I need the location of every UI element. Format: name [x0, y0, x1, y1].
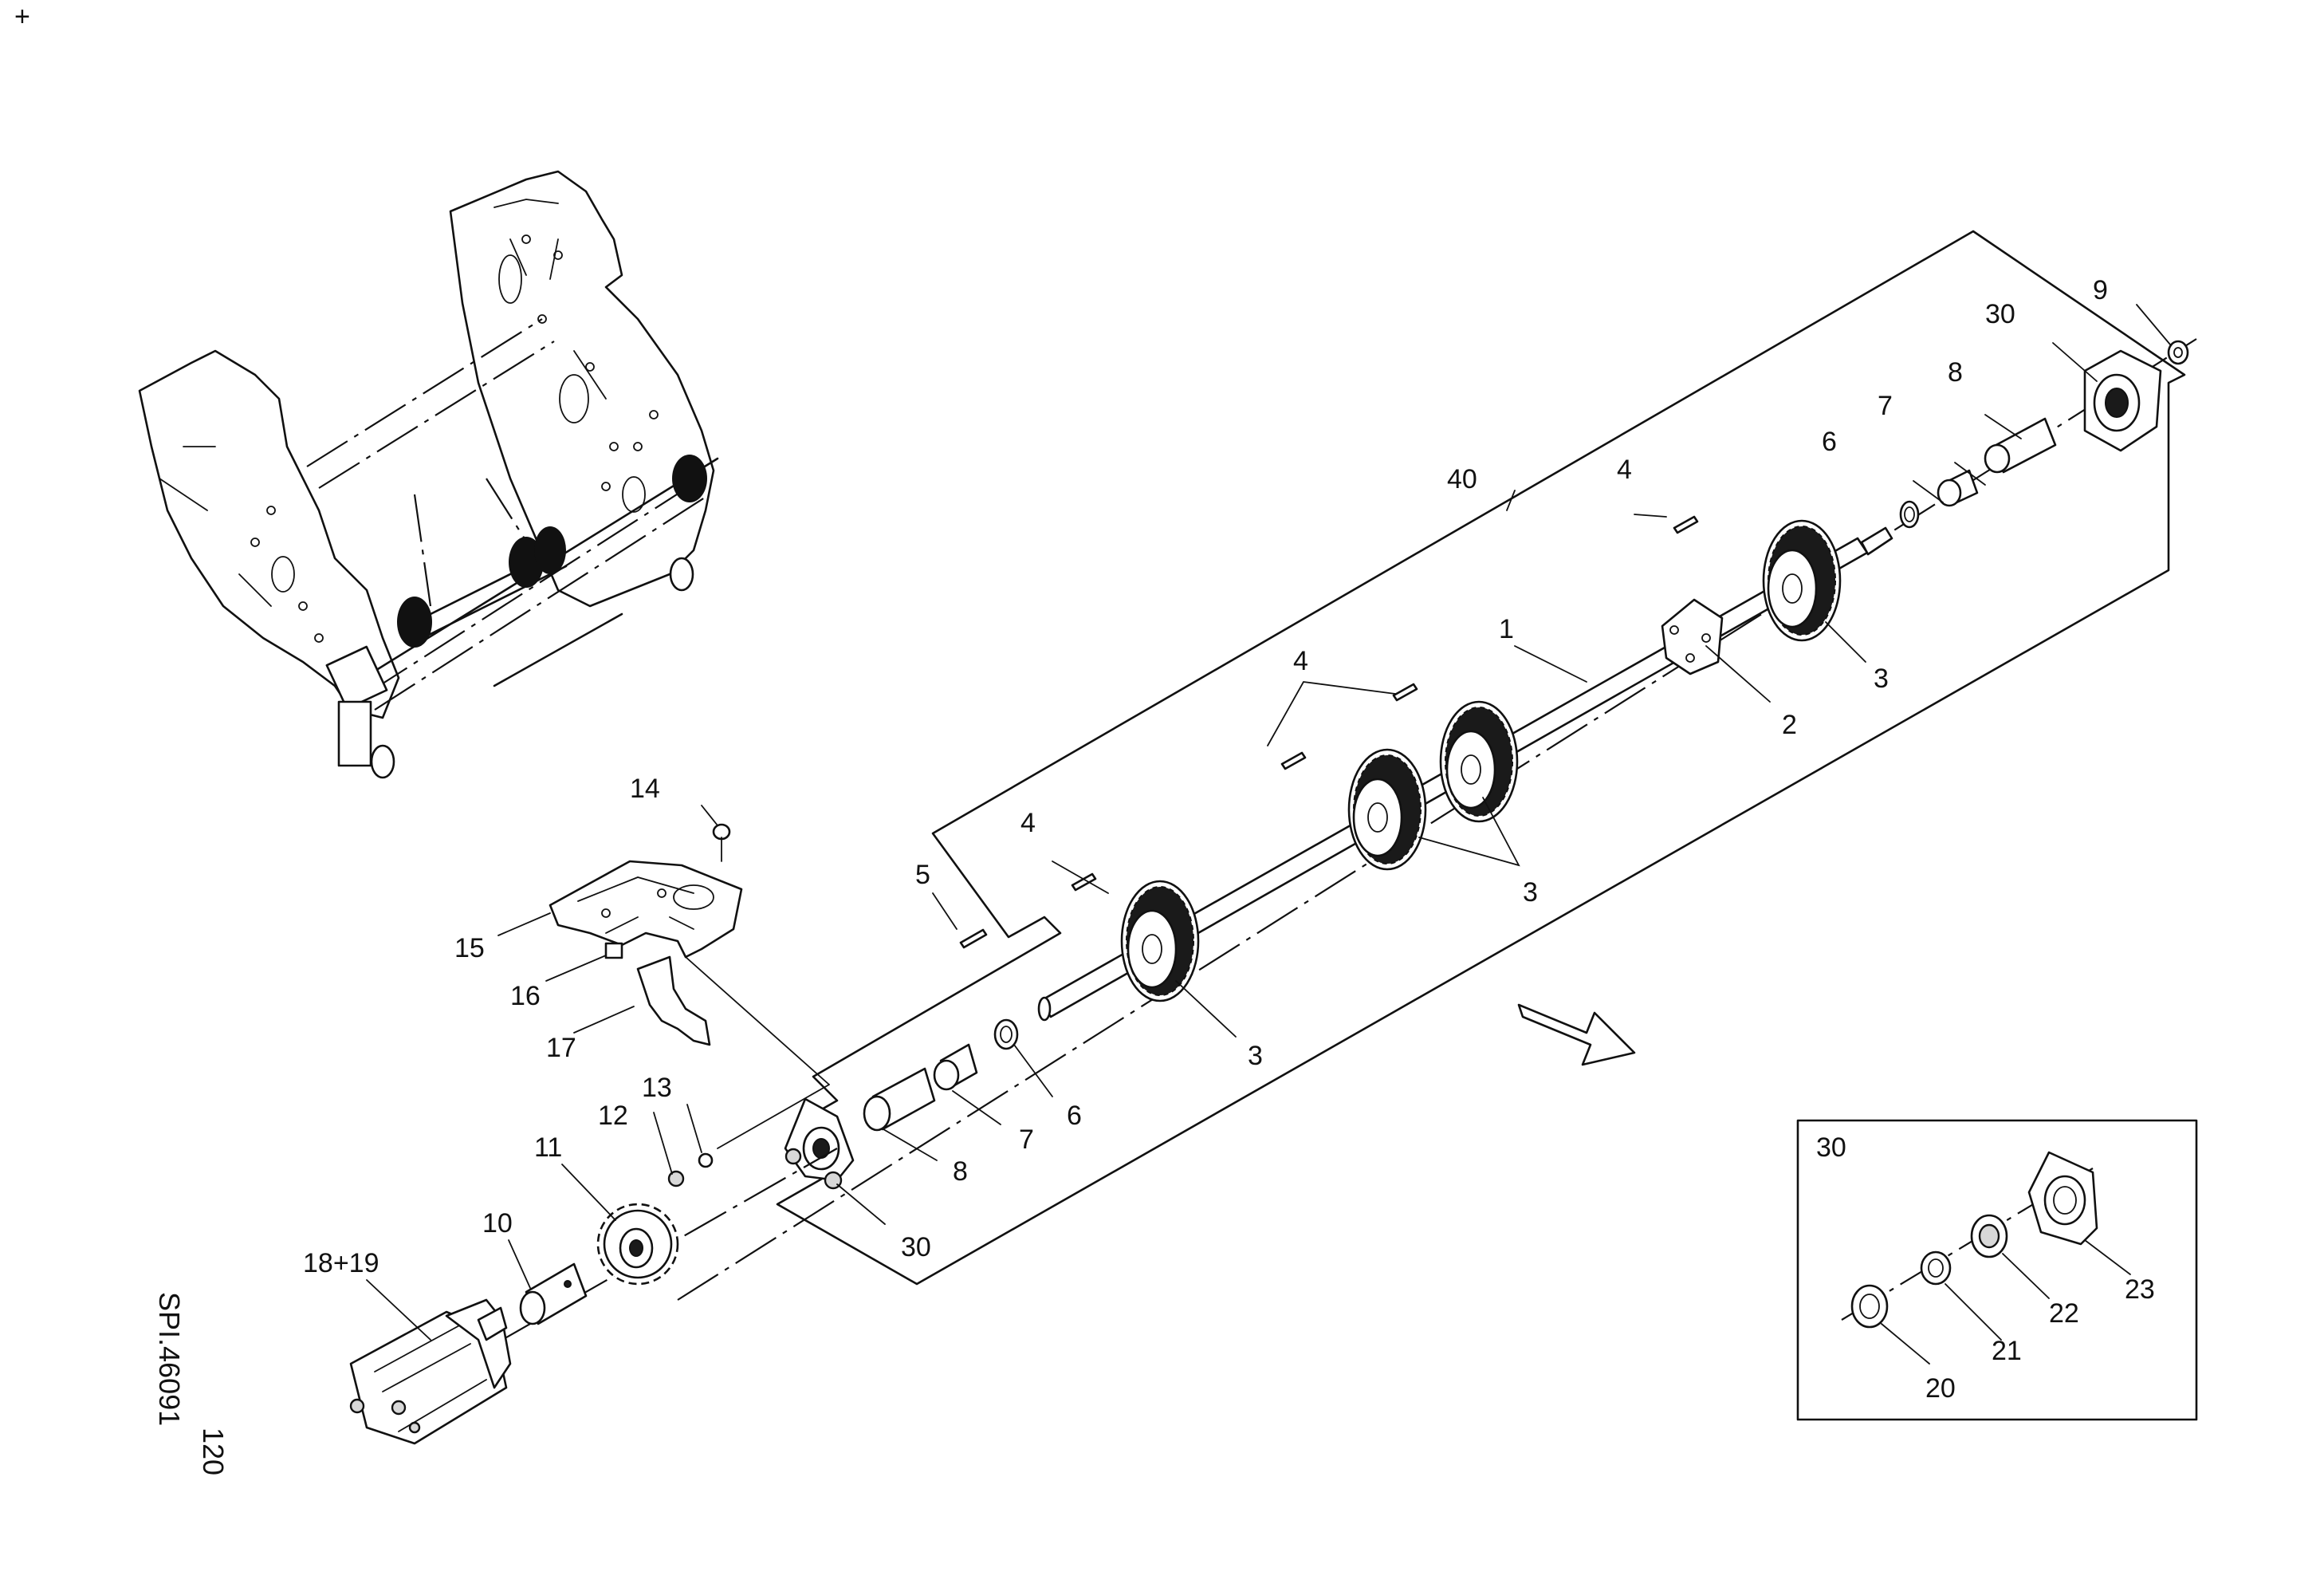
- bracket-part-15: [549, 860, 743, 959]
- callout-labels: 1 2 3 3 3 4 4 4 5 6 6 7 7 8 8 9 10 11 12…: [303, 275, 2108, 1278]
- left-end-parts: [784, 1018, 1019, 1190]
- hydraulic-motor-part-18-19: [349, 1298, 512, 1445]
- nut-part-12: [667, 1170, 685, 1187]
- guard-part-17: [636, 955, 711, 1046]
- callout-30-right: 30: [1985, 299, 2015, 329]
- callout-6-right: 6: [1822, 427, 1837, 457]
- callout-13: 13: [642, 1073, 672, 1103]
- inset-callout-22: 22: [2049, 1298, 2079, 1329]
- callout-17: 17: [546, 1033, 576, 1063]
- callout-15: 15: [454, 933, 485, 963]
- direction-arrow: [1517, 1003, 1636, 1066]
- callout-14: 14: [630, 774, 660, 804]
- sprocket-part-11: [596, 1203, 679, 1286]
- star-wheel-2: [1347, 748, 1427, 871]
- keys-part-4: [1071, 515, 1699, 892]
- callout-12: 12: [598, 1101, 628, 1131]
- callout-9: 9: [2093, 275, 2108, 305]
- leader-lines: [366, 304, 2171, 1341]
- screw-part-14: [712, 823, 731, 862]
- callout-2: 2: [1782, 710, 1797, 740]
- callout-4-right: 4: [1617, 455, 1632, 485]
- inset-title: 30: [1816, 1132, 1846, 1163]
- drawing-code: SPI.46091: [153, 1292, 186, 1426]
- block-part-16: [604, 942, 623, 959]
- coupler-part-10: [519, 1262, 588, 1325]
- callout-6-left: 6: [1067, 1101, 1082, 1131]
- inset-detail-30: 30 20 21 22 23: [1796, 1119, 2198, 1421]
- right-end-parts: [1899, 340, 2189, 529]
- callout-1: 1: [1499, 614, 1514, 644]
- reference-code: SPI.46091: [153, 1292, 186, 1426]
- key-part-5: [959, 928, 988, 949]
- callout-18-19: 18+19: [303, 1248, 379, 1278]
- callout-5: 5: [915, 860, 930, 890]
- corner-mark: +: [14, 2, 30, 32]
- callout-3-right: 3: [1874, 664, 1889, 694]
- callout-7-right: 7: [1878, 391, 1893, 421]
- star-wheel-3: [1439, 700, 1519, 823]
- inset-callout-21: 21: [1992, 1336, 2022, 1366]
- callout-8-right: 8: [1948, 357, 1963, 388]
- star-wheel-1: [1120, 880, 1200, 1002]
- callout-16: 16: [510, 981, 541, 1011]
- callout-4-left: 4: [1020, 808, 1036, 838]
- drawing-reference: 120: [197, 1428, 230, 1475]
- callout-10: 10: [482, 1208, 513, 1239]
- washer-part-13: [698, 1152, 714, 1168]
- callout-3-left: 3: [1248, 1041, 1263, 1071]
- reference-page: 120: [197, 1428, 230, 1475]
- callout-40: 40: [1447, 464, 1477, 494]
- inset-callout-23: 23: [2125, 1274, 2155, 1305]
- callout-3-middle: 3: [1523, 877, 1538, 908]
- hub-part-2: [1661, 598, 1724, 675]
- callout-30-left: 30: [901, 1232, 931, 1262]
- inset-callout-20: 20: [1925, 1373, 1956, 1404]
- callout-4-middle: 4: [1293, 646, 1308, 676]
- callout-7-left: 7: [1019, 1124, 1034, 1155]
- star-wheel-4: [1762, 519, 1842, 642]
- callout-11: 11: [534, 1132, 562, 1163]
- machine-frame-overview: [138, 170, 719, 779]
- callout-8-left: 8: [953, 1156, 968, 1187]
